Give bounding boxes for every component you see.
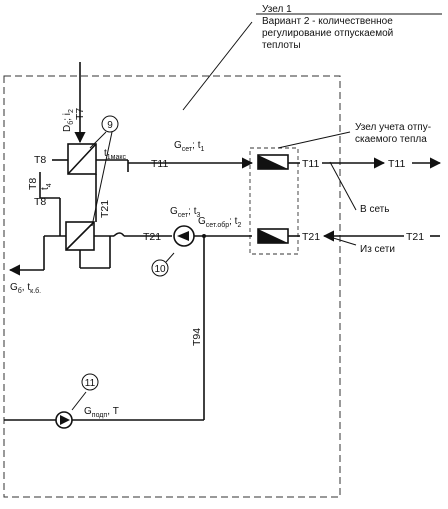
title-line3: регулирование отпускаемой: [262, 28, 393, 39]
line-crossing: [113, 232, 125, 237]
metering-line1: Узел учета отпу-: [355, 122, 431, 133]
param-supply: Gсет; t1: [174, 140, 205, 153]
pipe-t11-c: T11: [388, 158, 405, 170]
param-pump: Gсет; t3: [170, 206, 201, 219]
title-leader: [182, 21, 253, 111]
flow-meter-return-fill: [258, 229, 288, 243]
callout-10: [151, 259, 169, 277]
callout-9-leader-upper: [89, 131, 107, 149]
metering-leader: [277, 131, 351, 149]
param-return: Gсет.обр; t2: [198, 216, 241, 229]
callout-11: [81, 373, 99, 391]
pipe-t8-vertical: T8: [27, 178, 39, 190]
pipe-t11-a: T11: [151, 158, 168, 170]
callout-9-leader-lower: [91, 131, 113, 227]
to-network-leader: [329, 161, 357, 211]
steam-param: Dб; i2: [62, 109, 75, 132]
callout-11-label: 11: [85, 378, 96, 389]
heat-exchanger-upper-diagonal: [67, 143, 97, 175]
callout-11-leader: [71, 391, 87, 411]
callout-9: [101, 115, 119, 133]
title-line2: Вариант 2 - количественное: [262, 16, 393, 27]
to-network-label: В сеть: [360, 204, 389, 215]
pipe-t21-right: T21: [302, 231, 320, 243]
flow-meter-supply-fill: [258, 155, 288, 169]
title-line4: теплоты: [262, 40, 301, 51]
param-t1max: t1макс: [104, 148, 127, 161]
pipe-t21-vertical: T21: [99, 200, 111, 218]
title-line1: Узел 1: [262, 4, 292, 15]
callout-10-leader: [165, 252, 175, 263]
unit-boundary: [3, 75, 341, 498]
heat-exchanger-upper: [67, 143, 97, 175]
pipe-t21-left: T21: [143, 231, 161, 243]
pipe-t7: T7: [74, 108, 86, 120]
pipe-t94: T94: [191, 328, 203, 346]
from-network-label: Из сети: [360, 244, 395, 255]
param-t4: t4: [40, 183, 53, 190]
callout-10-label: 10: [154, 264, 166, 275]
pipe-t8-top: T8: [34, 154, 46, 166]
param-makeup: Gподп, T: [84, 406, 119, 419]
metering-node-boundary: [249, 147, 299, 255]
network-pump-triangle: [177, 231, 189, 241]
makeup-pump-triangle: [60, 415, 70, 425]
callout-9-label: 9: [107, 120, 113, 131]
pipe-t11-b: T11: [302, 158, 319, 170]
pipe-t21-far: T21: [406, 231, 424, 243]
pipe-t8-lower: T8: [34, 196, 46, 208]
from-network-leader: [329, 236, 357, 246]
heat-exchanger-lower-diagonal: [65, 221, 95, 251]
junction-dot: [202, 234, 206, 238]
metering-line2: скаемого тепла: [355, 134, 427, 145]
param-condensate: Gб, tк.б.: [10, 282, 41, 295]
